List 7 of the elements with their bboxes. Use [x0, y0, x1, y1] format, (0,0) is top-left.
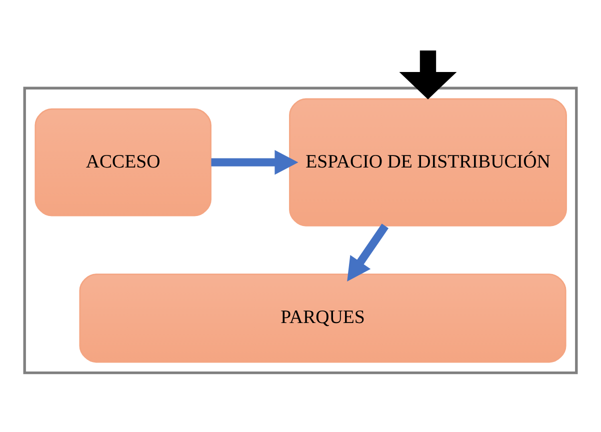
cluster	[23, 86, 578, 374]
node-box: PARQUES	[79, 273, 566, 362]
arrow	[211, 149, 298, 174]
node-box: ACCESO	[34, 108, 212, 216]
node-box: ESPACIO DE DISTRIBUCIÓN	[289, 98, 567, 226]
arrow	[347, 223, 389, 281]
arrow	[399, 50, 457, 99]
